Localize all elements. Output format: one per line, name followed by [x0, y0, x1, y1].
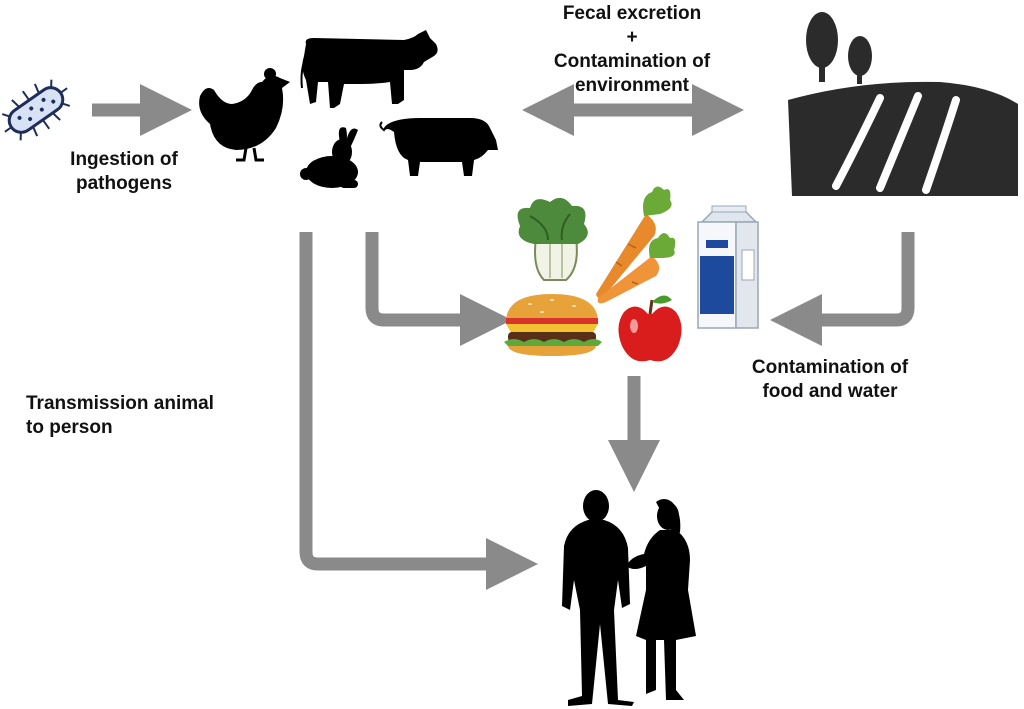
man-silhouette-icon	[562, 490, 634, 706]
carrot-icon	[596, 186, 676, 304]
label-line: environment	[574, 75, 690, 96]
burger-icon	[504, 294, 602, 356]
bacterium-icon	[1, 79, 71, 141]
label-line: +	[626, 27, 638, 48]
label-contamination-food-water: Contamination of food and water	[730, 356, 930, 404]
arrow-environment-to-food	[770, 232, 915, 346]
farm-field-icon	[788, 12, 1018, 196]
apple-icon	[618, 295, 682, 362]
arrow-animal-to-person	[299, 232, 538, 590]
label-line: Transmission animal	[26, 393, 214, 414]
label-fecal-excretion: Fecal excretion + Contamination of envir…	[526, 2, 738, 98]
woman-silhouette-icon	[626, 499, 696, 700]
arrow-animals-to-food	[365, 232, 512, 346]
rabbit-icon	[300, 127, 358, 188]
label-line: food and water	[762, 381, 898, 402]
label-line: Ingestion of	[70, 149, 178, 170]
label-line: Contamination of	[553, 51, 711, 72]
label-line: to person	[26, 417, 113, 438]
label-line: pathogens	[75, 173, 173, 194]
chicken-icon	[199, 68, 290, 162]
cow-icon	[300, 30, 438, 108]
label-line: Contamination of	[751, 357, 909, 378]
label-line: Fecal excretion	[562, 3, 702, 24]
bok-choy-icon	[517, 197, 588, 281]
label-ingestion-of-pathogens: Ingestion of pathogens	[44, 148, 204, 196]
milk-carton-icon	[697, 205, 759, 329]
label-transmission-animal-to-person: Transmission animal to person	[26, 392, 266, 440]
pig-icon	[379, 118, 498, 176]
